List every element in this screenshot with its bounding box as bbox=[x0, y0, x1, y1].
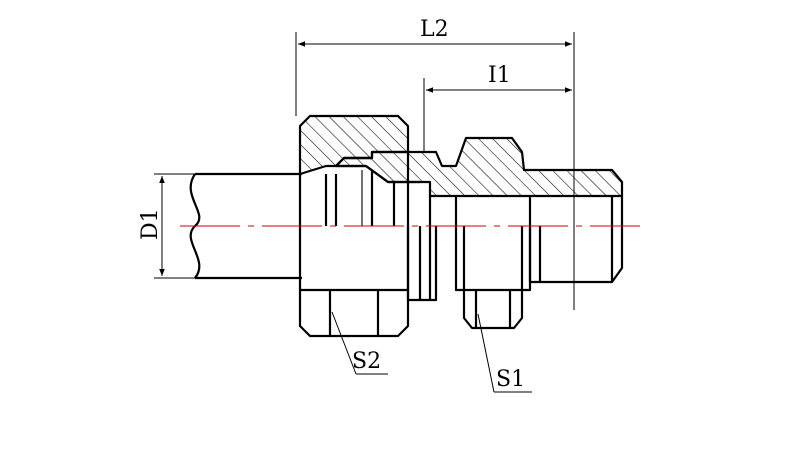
body bbox=[334, 136, 624, 330]
label-s2: S2 bbox=[352, 349, 381, 374]
dimension-l2: L2 bbox=[295, 17, 575, 310]
body-section-hatch bbox=[334, 136, 624, 198]
body-hex bbox=[454, 226, 532, 330]
nut bbox=[298, 114, 410, 338]
label-s1: S1 bbox=[496, 367, 525, 392]
label-l1: I1 bbox=[488, 63, 511, 88]
leader-s1: S1 bbox=[477, 313, 532, 393]
nut-hex bbox=[298, 288, 410, 338]
dimension-d1: D1 bbox=[138, 173, 200, 279]
dimension-l1: I1 bbox=[423, 63, 572, 152]
leader-s2: S2 bbox=[331, 311, 388, 375]
label-d1: D1 bbox=[138, 208, 163, 240]
label-l2: L2 bbox=[420, 17, 449, 42]
